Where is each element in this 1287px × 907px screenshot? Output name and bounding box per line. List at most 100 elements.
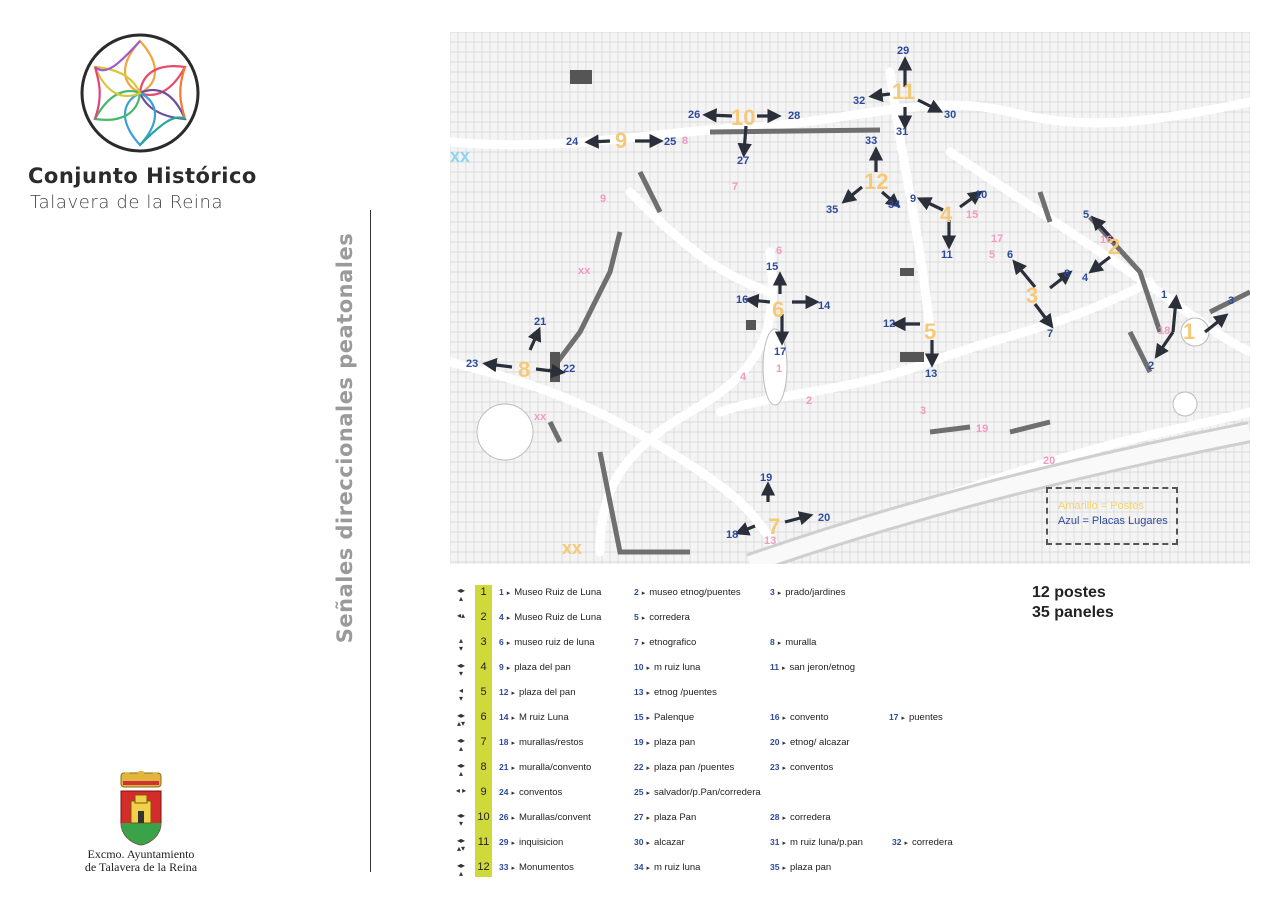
panel-destination: muralla xyxy=(785,637,817,648)
panel-number: 14 xyxy=(499,712,509,722)
panel-entry: 28▸corredera xyxy=(770,812,831,823)
post-number: 7 xyxy=(480,736,487,748)
arrow-icon: ▸ xyxy=(782,815,786,822)
panel-number: 28 xyxy=(770,812,780,822)
post-number: 8 xyxy=(480,761,487,773)
post-label: 4 xyxy=(940,202,953,227)
panel-entry: 13▸etnog /puentes xyxy=(634,687,717,698)
panel-number: 3 xyxy=(770,587,775,597)
panel-label: 17 xyxy=(774,346,786,358)
panel-destination: m ruiz luna xyxy=(653,662,701,673)
pink-label: 7 xyxy=(732,181,738,193)
panel-destination: convento xyxy=(789,712,829,723)
panel-label: 33 xyxy=(865,135,877,147)
panel-destination: Museo Ruiz de Luna xyxy=(514,587,602,598)
post-label: 3 xyxy=(1026,283,1038,308)
panel-number: 30 xyxy=(634,837,644,847)
panel-destination: corredera xyxy=(911,837,953,848)
panel-label: 1 xyxy=(1161,289,1167,301)
map-legend xyxy=(1046,487,1178,545)
city-map[interactable]: 18 16 17 5 15 19 20 3 2 4 6 7 8 9 13 1 x… xyxy=(450,32,1250,564)
conjunto-historico-logo xyxy=(80,33,200,153)
panel-destination: Palenque xyxy=(653,712,695,723)
pink-label: xx xyxy=(578,265,591,277)
arrow-icon: ▸ xyxy=(646,740,650,747)
panel-destination: corredera xyxy=(789,812,831,823)
panel-number: 32 xyxy=(892,837,902,847)
post-label: 12 xyxy=(864,169,888,194)
arrow-icon: ▸ xyxy=(646,715,650,722)
panel-destination: salvador/p.Pan/corredera xyxy=(653,787,761,798)
post-number: 9 xyxy=(480,786,487,798)
panel-destination: plaza pan xyxy=(653,737,696,748)
panel-entry: 30▸alcazar xyxy=(634,837,685,848)
panel-entry: 17▸puentes xyxy=(889,712,943,723)
map-canvas: 18 16 17 5 15 19 20 3 2 4 6 7 8 9 13 1 x… xyxy=(450,32,1250,564)
panel-label: 21 xyxy=(534,316,546,328)
arrow-icon: ▸ xyxy=(511,765,515,772)
panel-entry: 22▸plaza pan /puentes xyxy=(634,762,734,773)
arrow-icon: ▸ xyxy=(646,865,650,872)
arrow-icon: ▸ xyxy=(511,815,515,822)
direction-symbol-icon: ▴▾ xyxy=(458,636,463,653)
panel-entry: 20▸etnog/ alcazar xyxy=(770,737,850,748)
arrow-icon: ▸ xyxy=(511,790,515,797)
arrow-icon: ▸ xyxy=(646,815,650,822)
total-postes: 12 postes xyxy=(1032,584,1106,601)
panel-destination: plaza del pan xyxy=(514,662,571,673)
panel-number: 23 xyxy=(770,762,780,772)
direction-symbol-icon: ◂▸▴ xyxy=(456,736,466,753)
arrow-icon: ▸ xyxy=(506,615,511,622)
pink-label: 13 xyxy=(764,535,776,547)
brand-subtitle: Talavera de la Reina xyxy=(30,192,224,213)
panel-destination: Murallas/convent xyxy=(518,812,591,823)
pink-label: 3 xyxy=(920,405,926,417)
arrow-icon: ▸ xyxy=(777,590,782,597)
panel-entry: 24▸conventos xyxy=(499,787,562,798)
panel-label: 9 xyxy=(910,193,916,205)
panel-label: 30 xyxy=(944,109,956,121)
panel-destination: puentes xyxy=(908,712,943,723)
panel-destination: san jeron/etnog xyxy=(789,662,856,673)
panel-number: 11 xyxy=(770,662,779,672)
panel-labels: 1 2 3 4 5 6 7 8 9 10 11 12 13 14 15 16 1… xyxy=(466,45,1234,541)
panel-number: 33 xyxy=(499,862,509,872)
panel-entry: 26▸Murallas/convent xyxy=(499,812,591,823)
post-number: 1 xyxy=(480,586,487,598)
arrow-icon: ▸ xyxy=(506,665,511,672)
arrow-icon: ▸ xyxy=(782,840,786,847)
direction-symbol-icon: ◂▸▴ xyxy=(456,761,466,778)
arrow-icon: ▸ xyxy=(506,590,511,597)
panel-number: 19 xyxy=(634,737,644,747)
direction-symbol-icon: ◂▾ xyxy=(458,686,463,703)
post-number: 11 xyxy=(477,836,490,848)
pink-label: 8 xyxy=(682,135,688,147)
panel-label: 11 xyxy=(941,249,953,261)
arrow-icon: ▸ xyxy=(511,715,515,722)
panel-number: 4 xyxy=(499,612,504,622)
direction-symbol-icon: ◂▸▴▾ xyxy=(456,711,466,728)
post-number: 12 xyxy=(477,861,490,873)
panel-entry: 33▸Monumentos xyxy=(499,862,574,873)
panel-label: 10 xyxy=(975,189,987,201)
panel-label: 22 xyxy=(563,363,575,375)
panel-label: 20 xyxy=(818,512,830,524)
pink-label: xx xyxy=(534,411,547,423)
panel-number: 15 xyxy=(634,712,644,722)
panel-number: 1 xyxy=(499,587,504,597)
legend-yellow: Amarillo = Postes xyxy=(1058,500,1144,512)
post-label: 9 xyxy=(615,128,627,153)
post-label: 7 xyxy=(768,514,780,539)
panel-number: 17 xyxy=(889,712,899,722)
post-label: 1 xyxy=(1183,319,1195,344)
pink-label: 19 xyxy=(976,423,988,435)
arrow-icon: ▸ xyxy=(646,790,650,797)
panel-label: 32 xyxy=(853,95,865,107)
